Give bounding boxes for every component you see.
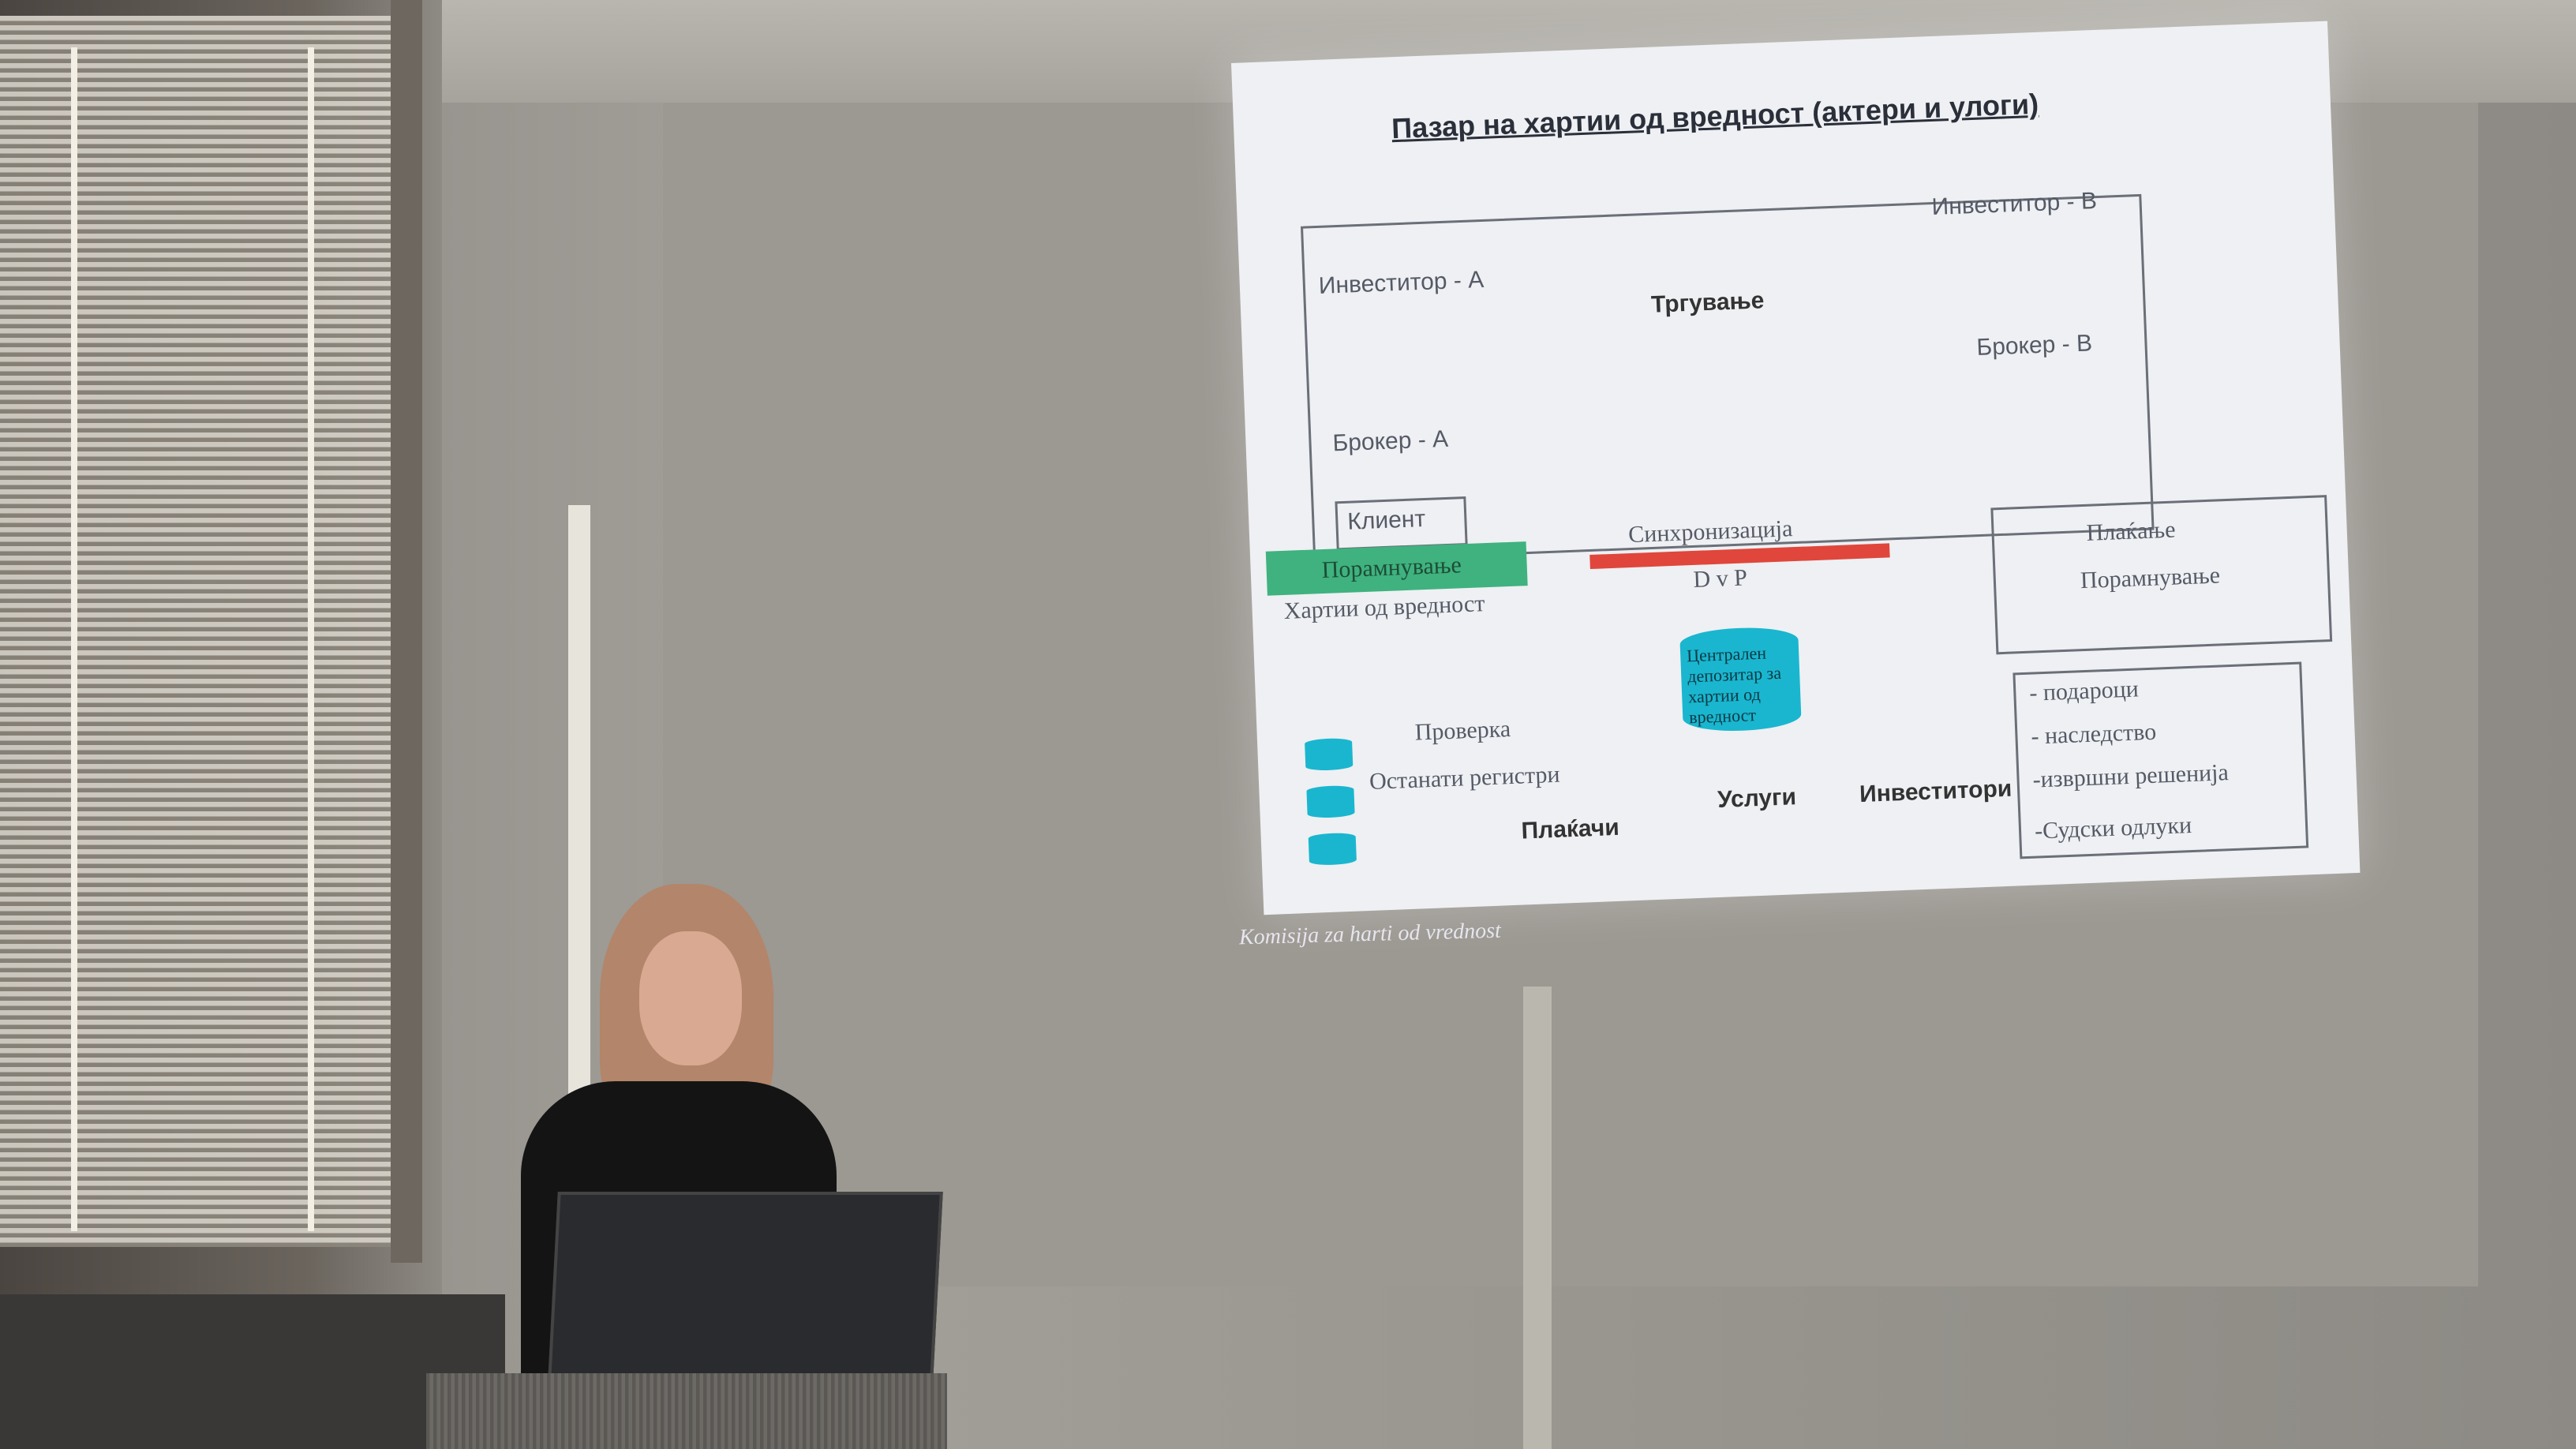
payment-label: Плаќање [2086, 516, 2177, 546]
dvp-label: D v P [1692, 564, 1748, 593]
securities-label: Хартии од вредност [1283, 590, 1485, 624]
depository-label: Централен депозитар за хартии од вреднос… [1686, 642, 1782, 728]
presenter-face [639, 931, 742, 1065]
projected-slide: Пазар на хартии од вредност (актери и ул… [1231, 21, 2361, 915]
reconciliation2-label: Порамнување [2080, 562, 2221, 594]
broker-b-label: Брокер - В [1975, 330, 2093, 361]
window-frame [391, 0, 422, 1263]
light-column [568, 505, 590, 1105]
window-blinds [0, 16, 410, 1247]
trading-label: Тргување [1650, 287, 1765, 318]
gifts-item: - подароци [2028, 676, 2140, 706]
desk [0, 1294, 505, 1449]
laptop [547, 1192, 943, 1395]
check-label: Проверка [1414, 716, 1511, 746]
broker-a-label: Брокер - А [1331, 425, 1449, 457]
payers-label: Плаќачи [1520, 814, 1620, 844]
reconciliation-label: Порамнување [1321, 552, 1462, 584]
register-cylinder [1308, 832, 1357, 866]
investors-label: Инвеститори [1859, 775, 2012, 808]
services-label: Услуги [1717, 784, 1797, 814]
light-reflection [1523, 987, 1552, 1449]
slide-title: Пазар на хартии од вредност (актери и ул… [1391, 87, 2039, 145]
other-registers-label: Останати регистри [1368, 761, 1561, 795]
blind-cord [71, 47, 77, 1231]
podium [426, 1373, 947, 1449]
inheritance-item: - наследство [2030, 718, 2157, 750]
blind-cord [308, 47, 314, 1231]
register-cylinder [1306, 784, 1355, 818]
client-label: Клиент [1346, 505, 1426, 535]
register-cylinder [1304, 737, 1354, 772]
